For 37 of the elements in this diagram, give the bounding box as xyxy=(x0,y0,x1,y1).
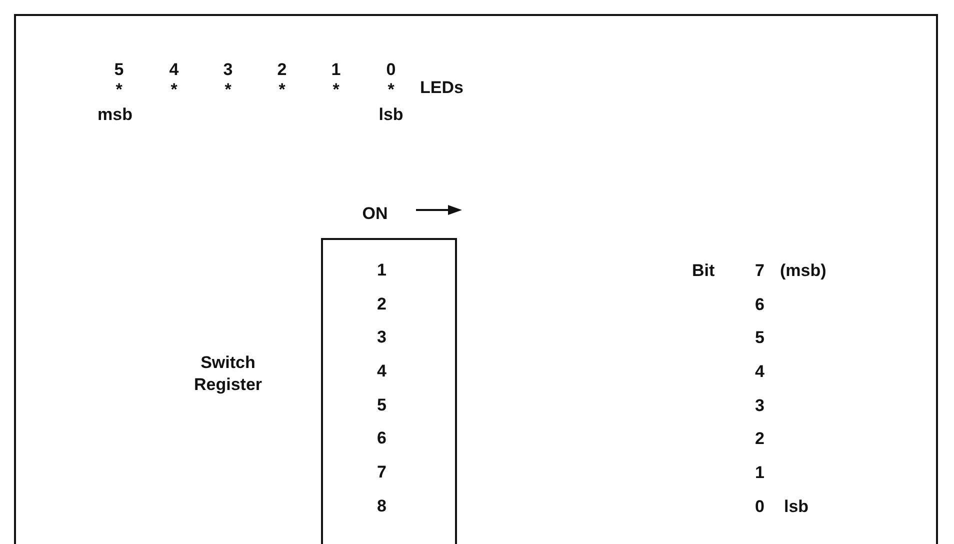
bit-number: 6 xyxy=(755,294,764,316)
bit-number: 5 xyxy=(755,326,764,349)
msb-label: (msb) xyxy=(780,260,826,282)
led-marker: * xyxy=(170,78,178,101)
bit-number: 0 xyxy=(755,496,764,518)
lsb-label: lsb xyxy=(378,104,404,126)
bit-number: 7 xyxy=(755,260,764,282)
bit-number: 0 xyxy=(386,58,396,81)
switch-number: 2 xyxy=(377,296,386,314)
switch-number: 4 xyxy=(377,362,386,382)
msb-label: msb xyxy=(98,104,132,126)
bit-number: 2 xyxy=(277,58,287,81)
led-marker: * xyxy=(224,78,232,101)
switch-number: 5 xyxy=(377,396,386,416)
led-marker: * xyxy=(388,78,394,101)
on-label: ON xyxy=(362,202,388,225)
bit-number: 1 xyxy=(331,58,341,81)
lsb-label: lsb xyxy=(784,496,809,518)
bit-number: 3 xyxy=(755,394,764,417)
switch-number: 6 xyxy=(377,430,386,448)
bit-number: 2 xyxy=(755,428,764,450)
switch-number: 8 xyxy=(377,498,386,516)
bit-label: Bit xyxy=(692,260,715,282)
switch-number: 7 xyxy=(377,464,386,482)
switch-number: 3 xyxy=(377,328,386,348)
led-marker: * xyxy=(116,78,122,101)
bit-number: 4 xyxy=(755,360,764,383)
bit-number: 4 xyxy=(169,58,179,81)
bit-number: 3 xyxy=(223,58,233,81)
bit-number: 5 xyxy=(114,58,124,81)
led-marker: * xyxy=(278,78,286,101)
led-marker: * xyxy=(332,78,340,101)
leds-caption: LEDs xyxy=(420,76,464,99)
switch-register-caption: Switch Register xyxy=(192,352,264,396)
bit-number: 1 xyxy=(755,462,764,484)
switch-register-box xyxy=(321,238,457,544)
switch-number: 1 xyxy=(377,262,386,280)
